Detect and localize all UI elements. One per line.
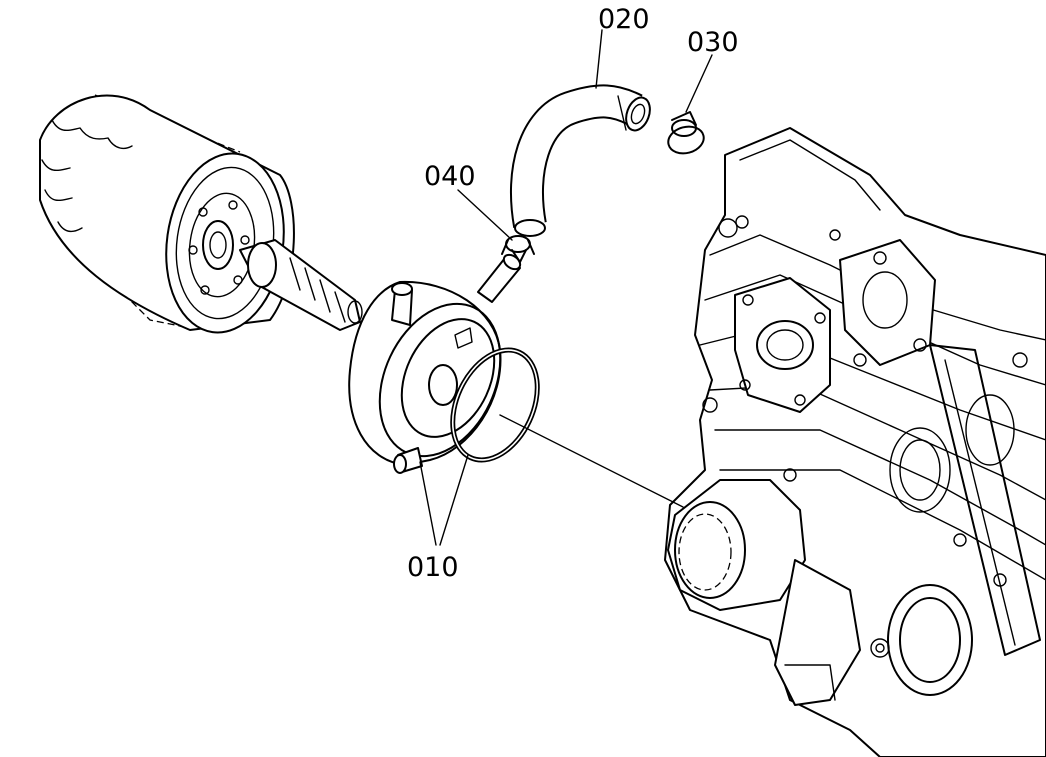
callout-020: 020 bbox=[598, 4, 650, 35]
engine-block bbox=[664, 127, 1046, 757]
callout-030: 030 bbox=[687, 27, 739, 58]
oil-filter bbox=[39, 94, 295, 334]
hose bbox=[510, 84, 651, 237]
hose-clamp bbox=[667, 111, 705, 155]
oil-cooler bbox=[348, 253, 522, 474]
center-bolt bbox=[239, 239, 363, 331]
alignment-line bbox=[499, 414, 684, 508]
callout-040: 040 bbox=[424, 161, 476, 192]
callout-010: 010 bbox=[407, 552, 459, 583]
o-ring bbox=[450, 347, 540, 463]
leader-lines bbox=[419, 29, 713, 546]
